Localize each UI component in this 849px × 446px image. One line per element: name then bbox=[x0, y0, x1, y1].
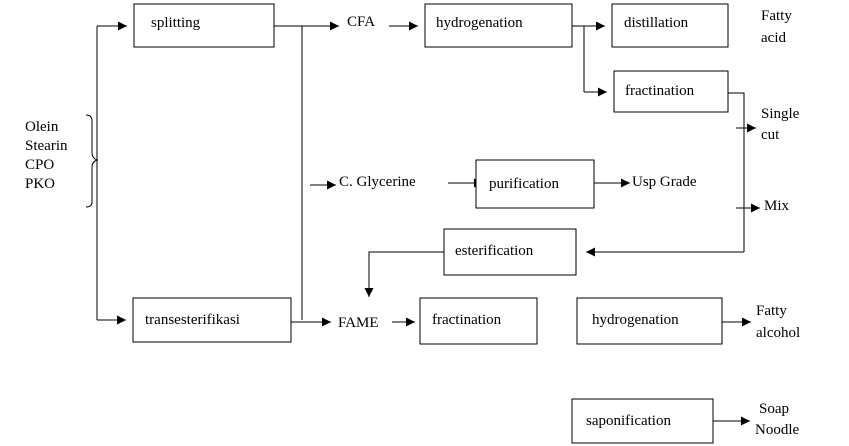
purification-box bbox=[475, 159, 595, 209]
single-cut-label-line1: Single bbox=[761, 106, 800, 122]
hydrogenation-bottom-label: hydrogenation bbox=[592, 312, 679, 328]
splitting-box bbox=[133, 3, 275, 48]
fractination-top-box bbox=[613, 70, 729, 113]
splitting-label: splitting bbox=[151, 15, 201, 31]
node-saponification: saponification bbox=[571, 398, 714, 444]
soap-noodle-label-line1: Soap bbox=[759, 401, 789, 417]
feedstock-group: Olein Stearin CPO PKO bbox=[25, 114, 99, 208]
connector-hydrogenation-out bbox=[572, 25, 585, 92]
node-hydrogenation-bottom: hydrogenation bbox=[576, 297, 723, 345]
distillation-label: distillation bbox=[624, 15, 689, 31]
fractination-bottom-label: fractination bbox=[432, 312, 502, 328]
transesterifikasi-label: transesterifikasi bbox=[145, 312, 240, 328]
hydrogenation-bottom-box bbox=[576, 297, 723, 345]
node-purification: purification bbox=[475, 159, 595, 209]
hydrogenation-top-label: hydrogenation bbox=[436, 15, 523, 31]
feedstock-item-stearin: Stearin bbox=[25, 138, 68, 154]
fractination-bottom-box bbox=[419, 297, 538, 345]
feedstock-item-olein: Olein bbox=[25, 119, 59, 135]
feedstock-brace bbox=[85, 114, 99, 208]
distillation-box bbox=[611, 3, 729, 48]
connector-fractination-out bbox=[728, 92, 745, 252]
fractination-top-label: fractination bbox=[625, 83, 695, 99]
node-fractination-top: fractination bbox=[613, 70, 729, 113]
feedstock-item-cpo: CPO bbox=[25, 157, 54, 173]
saponification-label: saponification bbox=[586, 413, 671, 429]
node-transesterifikasi: transesterifikasi bbox=[132, 297, 292, 343]
mix-label: Mix bbox=[764, 198, 790, 214]
node-splitting: splitting bbox=[133, 3, 275, 48]
node-hydrogenation-top: hydrogenation bbox=[424, 3, 573, 48]
glycerine-label: C. Glycerine bbox=[339, 174, 416, 190]
fatty-acid-label-line2: acid bbox=[761, 30, 786, 46]
soap-noodle-label-line2: Noodle bbox=[755, 422, 800, 438]
node-distillation: distillation bbox=[611, 3, 729, 48]
single-cut-label-line2: cut bbox=[761, 127, 780, 143]
fame-label: FAME bbox=[338, 315, 379, 331]
cfa-label: CFA bbox=[347, 14, 375, 30]
purification-label: purification bbox=[489, 176, 559, 192]
saponification-box bbox=[571, 398, 714, 444]
transesterifikasi-box bbox=[132, 297, 292, 343]
node-fractination-bottom: fractination bbox=[419, 297, 538, 345]
fatty-acid-label-line1: Fatty bbox=[761, 8, 792, 24]
node-esterification: esterification bbox=[443, 228, 577, 276]
connector-splitting-bus bbox=[274, 25, 303, 320]
usp-grade-label: Usp Grade bbox=[632, 174, 697, 190]
esterification-label: esterification bbox=[455, 243, 534, 259]
fatty-alcohol-label-line2: alcohol bbox=[756, 325, 800, 341]
connector-esterification-to-fame bbox=[364, 251, 444, 297]
fatty-alcohol-label-line1: Fatty bbox=[756, 303, 787, 319]
feedstock-item-pko: PKO bbox=[25, 176, 55, 192]
